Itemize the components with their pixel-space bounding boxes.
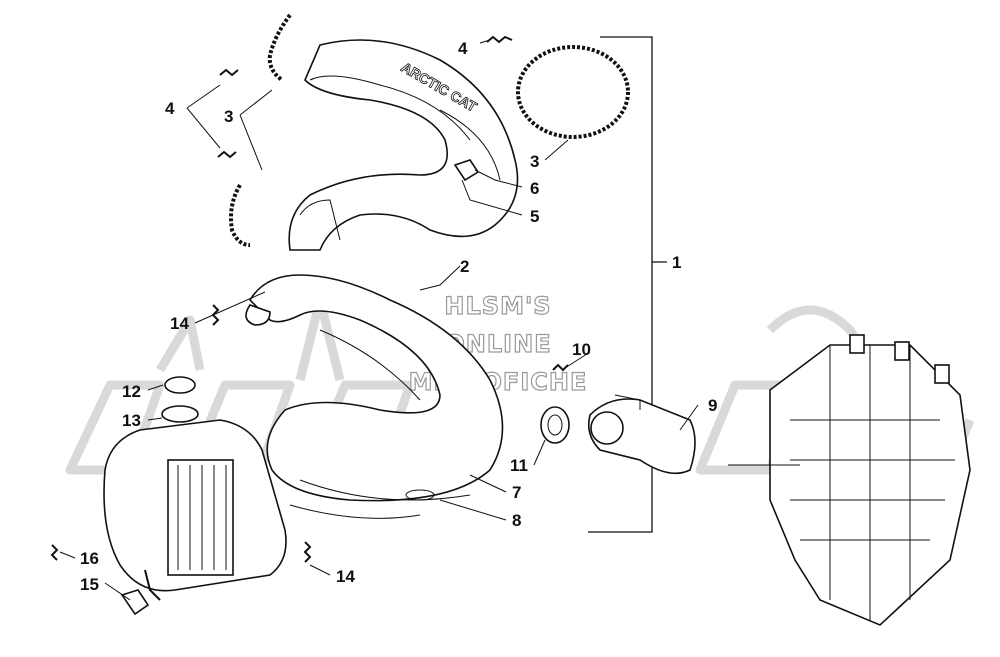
callout-11: 11 bbox=[510, 456, 528, 475]
callout-15: 15 bbox=[80, 575, 99, 594]
callout-3-left: 3 bbox=[224, 107, 233, 126]
callout-12: 12 bbox=[122, 382, 141, 401]
watermark-line-1: HLSM'S bbox=[444, 292, 551, 320]
assembly-bracket bbox=[588, 36, 667, 533]
callout-14-bottom: 14 bbox=[336, 567, 355, 586]
small-springs bbox=[217, 35, 513, 159]
callout-8: 8 bbox=[512, 511, 521, 530]
callout-13: 13 bbox=[122, 411, 141, 430]
callout-14-top: 14 bbox=[170, 314, 189, 333]
engine-block bbox=[728, 334, 971, 626]
callout-2: 2 bbox=[460, 257, 469, 276]
callout-16: 16 bbox=[80, 549, 99, 568]
callout-10: 10 bbox=[572, 340, 591, 359]
manifold bbox=[587, 394, 696, 475]
muffler-seal bbox=[164, 376, 196, 394]
muffler bbox=[103, 376, 287, 616]
callout-4-top: 4 bbox=[458, 39, 468, 58]
callout-9: 9 bbox=[708, 396, 717, 415]
callout-labels: 1 2 3 3 4 4 5 6 7 8 9 10 11 12 13 14 14 … bbox=[80, 39, 717, 594]
callout-5: 5 bbox=[530, 207, 539, 226]
heat-shield: ARCTIC CAT bbox=[288, 39, 519, 251]
callout-4-left: 4 bbox=[165, 99, 175, 118]
chain-clamps bbox=[229, 13, 630, 247]
callout-6: 6 bbox=[530, 179, 539, 198]
callout-3-right: 3 bbox=[530, 152, 539, 171]
leader-lines bbox=[59, 39, 699, 601]
muffler-grommet bbox=[161, 405, 199, 423]
flange-parts bbox=[540, 363, 570, 444]
exhaust-pipe bbox=[245, 274, 504, 519]
callout-1: 1 bbox=[672, 253, 681, 272]
callout-7: 7 bbox=[512, 483, 521, 502]
